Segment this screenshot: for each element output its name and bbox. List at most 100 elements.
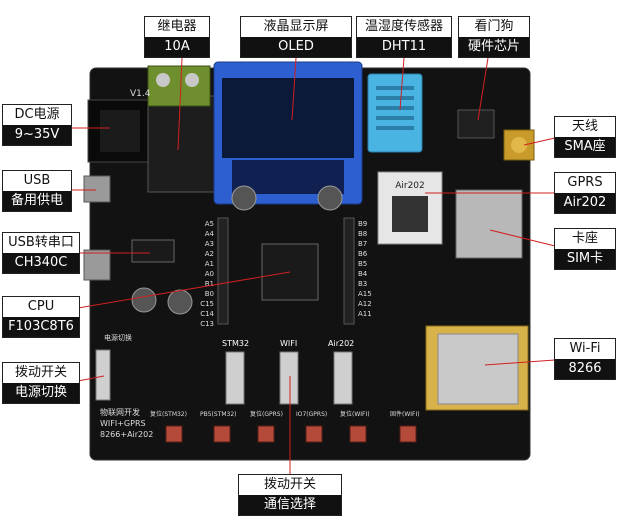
watchdog-chip xyxy=(457,109,495,139)
callout-usb-value: 备用供电 xyxy=(3,191,71,211)
button-label-6: 固件(WIFI) xyxy=(390,410,420,418)
callout-dht-value: DHT11 xyxy=(357,37,451,57)
pin-label: B1 xyxy=(205,280,214,288)
air202-chip-text: Air202 xyxy=(395,181,425,191)
callout-oled-title: 液晶显示屏 xyxy=(241,17,351,37)
capacitor xyxy=(167,289,193,315)
callout-antenna: 天线 SMA座 xyxy=(554,116,616,158)
leader-lines xyxy=(70,57,556,474)
pin-label: B5 xyxy=(358,260,367,268)
pin-label: B0 xyxy=(205,290,214,298)
callout-antenna-value: SMA座 xyxy=(555,137,615,157)
pin-header-right xyxy=(343,217,355,325)
button-reset-stm32 xyxy=(165,425,183,443)
callout-gprs: GPRS Air202 xyxy=(554,172,616,214)
slide-switch-air202 xyxy=(333,351,353,405)
dht11-sensor xyxy=(367,73,423,153)
silk-line-1: 物联网开发 xyxy=(100,407,140,417)
callout-dc: DC电源 9~35V xyxy=(2,104,72,146)
terminal-screw xyxy=(156,73,170,87)
callout-usbserial-value: CH340C xyxy=(3,253,79,273)
callout-wifi-title: Wi-Fi xyxy=(555,339,615,359)
pin-label: A2 xyxy=(205,250,214,258)
version-text: V1.4 xyxy=(130,89,151,99)
callout-dc-title: DC电源 xyxy=(3,105,71,125)
callout-usbserial-title: USB转串口 xyxy=(3,233,79,253)
button-label-3: 复位(GPRS) xyxy=(250,410,283,418)
callout-toggle-comm: 拨动开关 通信选择 xyxy=(238,474,342,516)
usb-port-power xyxy=(83,175,111,203)
callout-relay-title: 继电器 xyxy=(145,17,209,37)
button-label-2: PB5(STM32) xyxy=(200,411,237,418)
callout-toggle-power-value: 电源切换 xyxy=(3,383,79,403)
callout-cpu-title: CPU xyxy=(3,297,79,317)
callout-dht-title: 温湿度传感器 xyxy=(357,17,451,37)
button-pb5 xyxy=(213,425,231,443)
pin-label: A11 xyxy=(358,310,372,318)
button-label-1: 复位(STM32) xyxy=(150,410,187,418)
pin-label: A15 xyxy=(358,290,372,298)
sim-slot xyxy=(455,189,523,259)
pin-label: A1 xyxy=(205,260,214,268)
capacitor xyxy=(131,287,157,313)
callout-sim: 卡座 SIM卡 xyxy=(554,228,616,270)
callout-antenna-title: 天线 xyxy=(555,117,615,137)
pin-label: B6 xyxy=(358,250,368,258)
switch-label-air202: Air202 xyxy=(328,339,354,348)
power-switch-silk: 电源切换 xyxy=(104,333,132,342)
button-label-5: 复位(WIFI) xyxy=(340,410,370,418)
pin-label: A5 xyxy=(205,220,214,228)
callout-toggle-power-title: 拨动开关 xyxy=(3,363,79,383)
callout-relay: 继电器 10A xyxy=(144,16,210,58)
callout-usb: USB 备用供电 xyxy=(2,170,72,212)
callout-sim-title: 卡座 xyxy=(555,229,615,249)
button-reset-gprs xyxy=(257,425,275,443)
callout-watchdog-value: 硬件芯片 xyxy=(459,37,529,57)
callout-sim-value: SIM卡 xyxy=(555,249,615,269)
pin-label: B7 xyxy=(358,240,367,248)
usb-port-serial xyxy=(83,249,111,281)
callout-relay-value: 10A xyxy=(145,37,209,57)
slide-switch-wifi xyxy=(279,351,299,405)
pin-label: A0 xyxy=(205,270,214,278)
terminal-block xyxy=(147,65,211,107)
callout-wifi: Wi-Fi 8266 xyxy=(554,338,616,380)
switch-label-wifi: WIFI xyxy=(280,339,297,348)
callout-dc-value: 9~35V xyxy=(3,125,71,145)
callout-oled: 液晶显示屏 OLED xyxy=(240,16,352,58)
callout-toggle-power: 拨动开关 电源切换 xyxy=(2,362,80,404)
ch340-chip xyxy=(131,239,175,263)
power-slide-switch xyxy=(95,349,111,401)
callout-gprs-title: GPRS xyxy=(555,173,615,193)
slide-switch-stm32 xyxy=(225,351,245,405)
callout-cpu: CPU F103C8T6 xyxy=(2,296,80,338)
button-reset-wifi xyxy=(349,425,367,443)
callout-watchdog-title: 看门狗 xyxy=(459,17,529,37)
sma-core xyxy=(511,137,527,153)
callout-usb-title: USB xyxy=(3,171,71,191)
pin-label: C14 xyxy=(200,310,214,318)
pin-label: C15 xyxy=(200,300,214,308)
dc-jack-hole xyxy=(100,110,140,152)
callout-watchdog: 看门狗 硬件芯片 xyxy=(458,16,530,58)
callout-toggle-comm-title: 拨动开关 xyxy=(239,475,341,495)
capacitor xyxy=(317,185,343,211)
silk-line-3: 8266+Air202 xyxy=(100,430,153,439)
terminal-screw xyxy=(185,73,199,87)
button-io7 xyxy=(305,425,323,443)
pin-label: B3 xyxy=(358,280,367,288)
pin-label: A4 xyxy=(205,230,215,238)
callout-toggle-comm-value: 通信选择 xyxy=(239,495,341,515)
pin-label: B4 xyxy=(358,270,368,278)
pin-label: B9 xyxy=(358,220,367,228)
callout-gprs-value: Air202 xyxy=(555,193,615,213)
callout-oled-value: OLED xyxy=(241,37,351,57)
pin-label: A12 xyxy=(358,300,372,308)
pin-label: A3 xyxy=(205,240,214,248)
callout-cpu-value: F103C8T6 xyxy=(3,317,79,337)
pin-label: C13 xyxy=(200,320,214,328)
